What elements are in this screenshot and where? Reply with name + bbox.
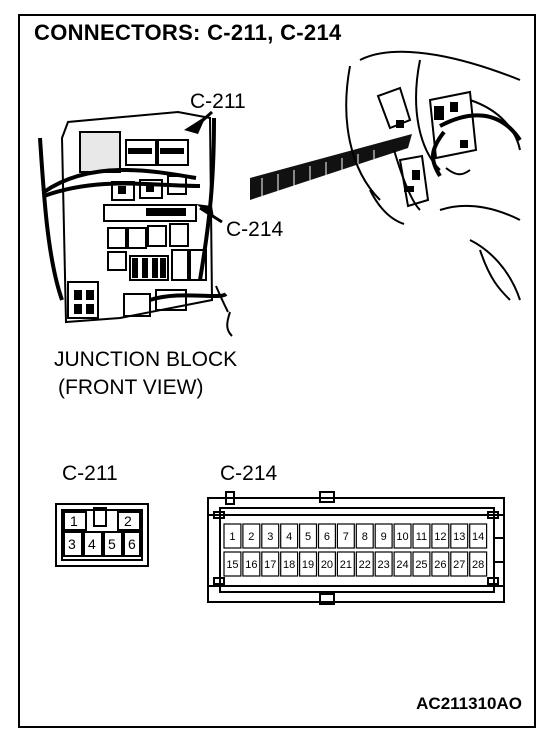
c214-pin-label: 8 <box>362 531 368 543</box>
c211-title: C-211 <box>62 462 118 485</box>
c214-pin-cell <box>374 523 393 549</box>
c214-pin-cell <box>299 523 318 549</box>
c214-pin-label: 15 <box>226 559 238 571</box>
c214-pin-label: 23 <box>378 559 390 571</box>
page-title: CONNECTORS: C-211, C-214 <box>34 20 342 45</box>
c214-pin-label: 27 <box>453 559 465 571</box>
c214-pin-cell <box>393 523 412 549</box>
c214-pin-cell <box>469 551 488 577</box>
c214-pin-label: 5 <box>305 531 311 543</box>
c214-pin-label: 11 <box>416 531 427 543</box>
c211-pin-label: 6 <box>128 536 136 552</box>
c214-pin-label: 19 <box>302 559 314 571</box>
c214-pin-label: 16 <box>245 559 257 571</box>
c214-pin-cell <box>355 551 374 577</box>
c214-pin-cell <box>317 551 336 577</box>
c211-callout: C-211 <box>190 90 246 113</box>
c214-pin-label: 1 <box>229 531 235 543</box>
c211-pin-label: 4 <box>88 536 96 552</box>
c214-pin-cell <box>469 523 488 549</box>
c214-pin-cell <box>450 523 469 549</box>
c214-pin-cell <box>280 523 299 549</box>
figure-frame <box>18 14 536 728</box>
c214-callout: C-214 <box>226 218 284 241</box>
c214-pin-label: 18 <box>283 559 295 571</box>
c214-pin-label: 13 <box>453 531 465 543</box>
c214-pin-label: 26 <box>434 559 446 571</box>
c214-title: C-214 <box>220 462 278 485</box>
c214-pin-label: 21 <box>340 559 352 571</box>
c214-pin-cell <box>299 551 318 577</box>
c214-pin-cell <box>242 551 261 577</box>
c214-pin-cell <box>431 523 450 549</box>
figure-code: AC211310AO <box>416 694 522 713</box>
c214-pin-label: 14 <box>472 531 484 543</box>
c214-pin-label: 9 <box>381 531 387 543</box>
c214-pin-label: 7 <box>343 531 349 543</box>
c214-connector-face <box>207 491 505 605</box>
junction-block-label: JUNCTION BLOCK <box>54 348 238 371</box>
c214-pin-label: 10 <box>396 531 408 543</box>
c211-pin-label: 3 <box>68 536 76 552</box>
c214-pin-label: 4 <box>286 531 292 543</box>
c214-pin-label: 24 <box>396 559 408 571</box>
c214-pin-cell <box>242 523 261 549</box>
c214-pin-cell <box>223 551 242 577</box>
c214-pin-label: 6 <box>324 531 330 543</box>
c214-pin-label: 22 <box>359 559 371 571</box>
c214-pin-label: 17 <box>264 559 276 571</box>
c214-pin-label: 2 <box>248 531 254 543</box>
c211-pin-label: 5 <box>108 536 116 552</box>
junction-block-view-label: (FRONT VIEW) <box>58 376 204 399</box>
c214-pin-cell <box>261 551 280 577</box>
c214-pin-cell <box>317 523 336 549</box>
c211-pin-label: 2 <box>124 513 132 529</box>
c214-pin-cell <box>450 551 469 577</box>
c211-pin-label: 1 <box>70 513 78 529</box>
c214-pin-cell <box>280 551 299 577</box>
c214-pin-cell <box>412 551 431 577</box>
c214-pin-label: 20 <box>321 559 333 571</box>
c214-pin-cell <box>431 551 450 577</box>
c214-pin-cell <box>412 523 431 549</box>
c214-pin-label: 28 <box>472 559 484 571</box>
c214-pin-cell <box>223 523 242 549</box>
c214-pin-label: 25 <box>415 559 427 571</box>
c214-pin-cell <box>355 523 374 549</box>
c214-pin-cell <box>393 551 412 577</box>
c214-pin-cell <box>336 523 355 549</box>
c214-pin-cell <box>261 523 280 549</box>
c214-pin-cell <box>374 551 393 577</box>
c214-pin-cell <box>336 551 355 577</box>
c214-pin-label: 12 <box>434 531 446 543</box>
c214-pin-label: 3 <box>267 531 273 543</box>
c211-connector-face <box>55 503 149 567</box>
